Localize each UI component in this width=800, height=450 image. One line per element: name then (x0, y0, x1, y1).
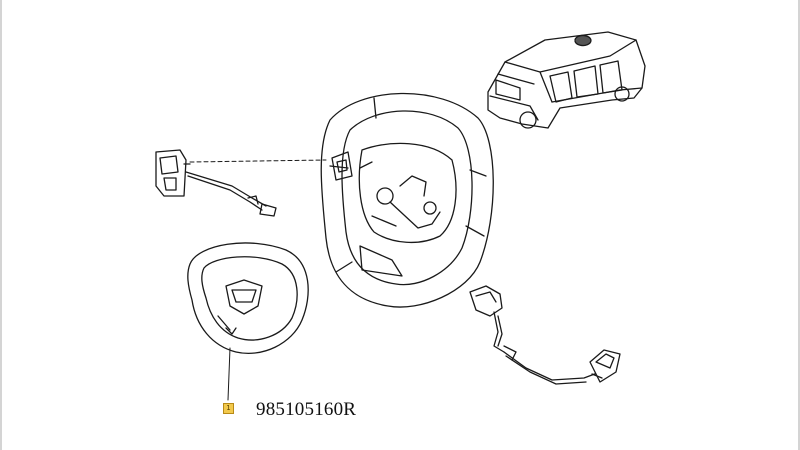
wiring-harness-icon (469, 285, 601, 385)
steering-wheel-icon (320, 92, 494, 308)
airbag-cover-icon (187, 242, 309, 401)
part-number-label: 985105160R (256, 399, 357, 420)
callout-marker: 1 (223, 403, 234, 414)
control-switch-icon (155, 149, 277, 217)
alignment-line (189, 159, 327, 163)
remote-button-icon (589, 349, 621, 383)
left-border (0, 0, 2, 450)
vehicle-icon (487, 31, 646, 129)
right-border (798, 0, 800, 450)
